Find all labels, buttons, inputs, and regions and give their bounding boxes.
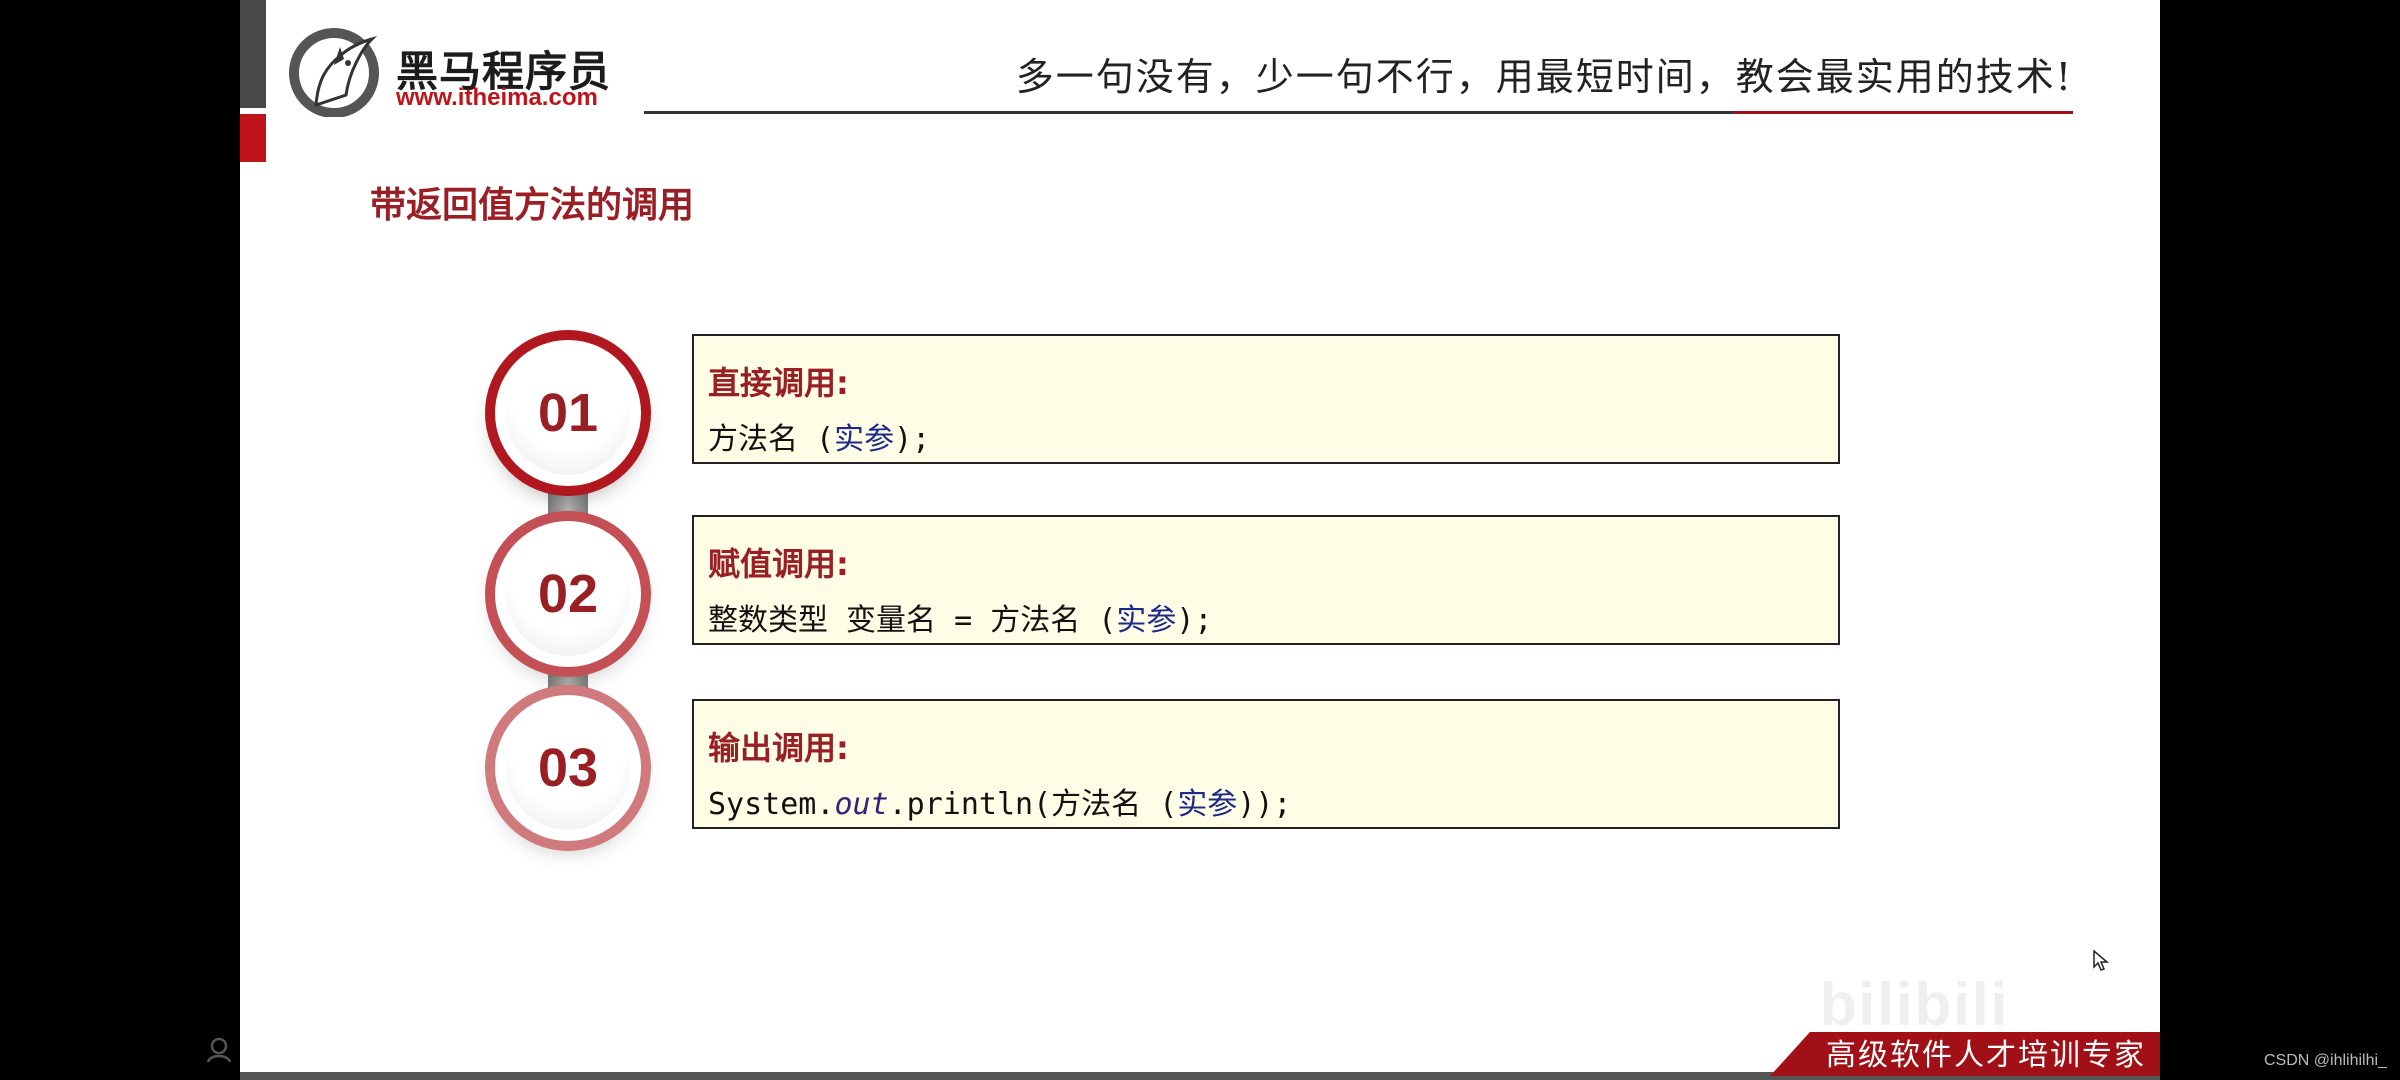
code-text: 整数类型 变量名 = 方法名 ( (708, 603, 1117, 638)
step-number: 02 (506, 532, 630, 656)
step-number-circle: 02 (495, 521, 641, 667)
slogan: 多一句没有，少一句不行，用最短时间，教会最实用的技术! (1015, 55, 2073, 99)
left-gray-bar (240, 0, 266, 108)
step-card: 直接调用: 方法名 (实参); (692, 334, 1840, 464)
code-param: 实参 (1116, 603, 1177, 638)
step-number-circle: 01 (495, 340, 641, 486)
step-code: 整数类型 变量名 = 方法名 (实参); (708, 595, 1213, 639)
step-number: 01 (506, 351, 630, 475)
step-code: 方法名 (实参); (708, 414, 930, 458)
code-text: ); (894, 422, 931, 457)
footer-tag (1770, 1032, 2160, 1076)
logo-url: www.itheima.com (396, 84, 598, 111)
code-text: ); (1176, 603, 1213, 638)
header-divider-accent (1733, 111, 2073, 114)
left-red-bar (240, 114, 266, 162)
footer-tagline: 高级软件人才培训专家 (1826, 1038, 2146, 1073)
footer-band (240, 1072, 2160, 1080)
mouse-pointer-icon (2093, 950, 2110, 971)
step-number-circle: 03 (495, 695, 641, 841)
step-number: 03 (506, 706, 630, 830)
step-card: 赋值调用: 整数类型 变量名 = 方法名 (实参); (692, 515, 1840, 645)
step-title: 赋值调用: (708, 545, 849, 583)
slide: 黑马程序员 www.itheima.com 多一句没有，少一句不行，用最短时间，… (240, 0, 2160, 1080)
bilibili-watermark: bilibili (1820, 971, 2010, 1038)
horse-logo-icon (289, 28, 379, 117)
code-text: System. (708, 787, 835, 822)
code-out: out (834, 787, 889, 822)
user-icon (206, 1037, 232, 1063)
page-title: 带返回值方法的调用 (370, 185, 695, 226)
step-card: 输出调用: System.out.println(方法名 (实参)); (692, 699, 1840, 829)
logo-text: 黑马程序员 (396, 47, 612, 96)
header-divider (644, 111, 2073, 114)
step-title: 直接调用: (708, 364, 849, 402)
code-text: 方法名 ( (708, 422, 835, 457)
code-param: 实参 (834, 422, 895, 457)
csdn-credit: CSDN @ihlihilhi_ (2264, 1052, 2387, 1069)
step-code: System.out.println(方法名 (实参)); (708, 779, 1292, 823)
code-text: )); (1237, 787, 1292, 822)
step-title: 输出调用: (708, 729, 849, 767)
code-param: 实参 (1177, 787, 1238, 822)
code-text: .println(方法名 ( (888, 787, 1178, 822)
